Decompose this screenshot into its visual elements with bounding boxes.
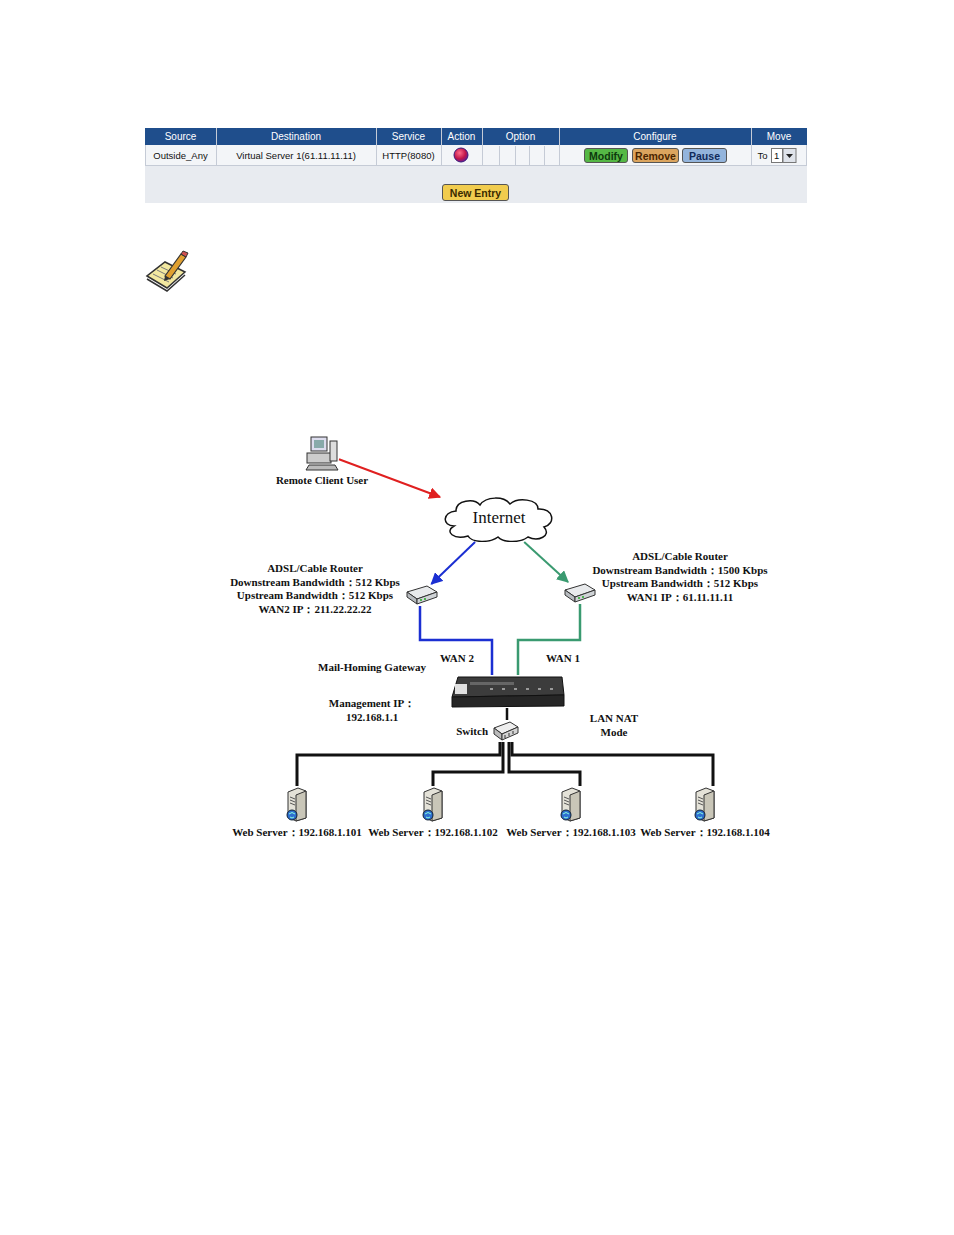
action-icon bbox=[454, 148, 468, 162]
connector bbox=[297, 742, 500, 786]
device-spec: Downstream Bandwidth：1500 Kbps bbox=[580, 564, 780, 578]
link-label: WAN 2 bbox=[438, 652, 476, 664]
network-node: Web Server：192.168.1.101 bbox=[284, 786, 310, 822]
text-block: ADSL/Cable RouterDownstream Bandwidth：15… bbox=[580, 550, 780, 604]
pause-button: Pause bbox=[682, 148, 727, 163]
column-header: Move bbox=[751, 128, 807, 145]
device-spec: Downstream Bandwidth：512 Kbps bbox=[225, 576, 405, 590]
link-label: WAN 1 bbox=[544, 652, 582, 664]
grid-lines bbox=[145, 128, 807, 166]
column-header: Option bbox=[482, 128, 559, 145]
network-node: ADSL/Cable RouterDownstream Bandwidth：51… bbox=[405, 584, 435, 606]
node-label: Management IP： 192.168.1.1 bbox=[317, 697, 427, 724]
server-icon bbox=[284, 786, 310, 822]
pc-icon bbox=[305, 435, 339, 471]
dropdown-button bbox=[783, 149, 796, 163]
column-header: Configure bbox=[559, 128, 751, 145]
column-header: Source bbox=[145, 128, 216, 145]
text-block: ADSL/Cable RouterDownstream Bandwidth：51… bbox=[225, 562, 405, 616]
device-spec: Upstream Bandwidth：512 Kbps bbox=[225, 589, 405, 603]
node-label: Web Server：192.168.1.102 bbox=[358, 826, 508, 840]
server-icon bbox=[420, 786, 446, 822]
connector bbox=[524, 542, 568, 582]
network-node: Web Server：192.168.1.102 bbox=[420, 786, 446, 822]
network-node: Web Server：192.168.1.103 bbox=[558, 786, 584, 822]
move-to-label: To bbox=[755, 148, 770, 163]
move-select: 1 bbox=[771, 148, 783, 163]
remove-button: Remove bbox=[632, 148, 679, 163]
network-node: Remote Client User bbox=[305, 435, 339, 471]
network-node: ADSL/Cable RouterDownstream Bandwidth：15… bbox=[563, 582, 597, 604]
table-cell: Virtual Server 1(61.11.11.11) bbox=[216, 146, 376, 165]
connector bbox=[506, 708, 509, 720]
column-header: Destination bbox=[216, 128, 376, 145]
device-name: ADSL/Cable Router bbox=[225, 562, 405, 576]
node-label: Web Server：192.168.1.101 bbox=[222, 826, 372, 840]
connector bbox=[509, 742, 580, 786]
table-header-bar bbox=[145, 128, 807, 145]
connector bbox=[433, 742, 503, 786]
node-label: Web Server：192.168.1.103 bbox=[496, 826, 646, 840]
switch-icon bbox=[492, 720, 520, 742]
node-label: Internet bbox=[440, 508, 558, 528]
dropdown-arrow bbox=[786, 154, 793, 158]
node-label: Mail-Homing Gateway bbox=[317, 661, 427, 675]
node-label: Remote Client User bbox=[263, 474, 381, 488]
connector bbox=[512, 742, 713, 786]
network-node: Internet bbox=[440, 496, 558, 542]
network-node: Web Server：192.168.1.104 bbox=[692, 786, 718, 822]
node-label: Switch bbox=[446, 725, 488, 739]
connector bbox=[518, 604, 580, 675]
node-label: Web Server：192.168.1.104 bbox=[630, 826, 780, 840]
network-node: Switch bbox=[492, 720, 520, 742]
column-header: Action bbox=[441, 128, 482, 145]
device-spec: Upstream Bandwidth：512 Kbps bbox=[580, 577, 780, 591]
device-name: ADSL/Cable Router bbox=[580, 550, 780, 564]
connector bbox=[420, 606, 492, 675]
note-icon bbox=[143, 248, 189, 294]
server-icon bbox=[692, 786, 718, 822]
router-icon bbox=[405, 584, 439, 606]
server-icon bbox=[558, 786, 584, 822]
column-header: Service bbox=[376, 128, 441, 145]
router-icon bbox=[563, 582, 597, 604]
table-cell: Outside_Any bbox=[145, 146, 216, 165]
device-spec: WAN2 IP：211.22.22.22 bbox=[225, 603, 405, 617]
lan-mode-label: LAN NAT Mode bbox=[583, 712, 645, 739]
network-node: Mail-Homing GatewayManagement IP： 192.16… bbox=[450, 675, 566, 708]
gateway-icon bbox=[450, 675, 566, 708]
table-cell: HTTP(8080) bbox=[376, 146, 441, 165]
device-spec: WAN1 IP：61.11.11.11 bbox=[580, 591, 780, 605]
modify-button: Modify bbox=[584, 148, 628, 163]
new-entry-button: New Entry bbox=[442, 184, 509, 201]
connector bbox=[431, 542, 475, 584]
